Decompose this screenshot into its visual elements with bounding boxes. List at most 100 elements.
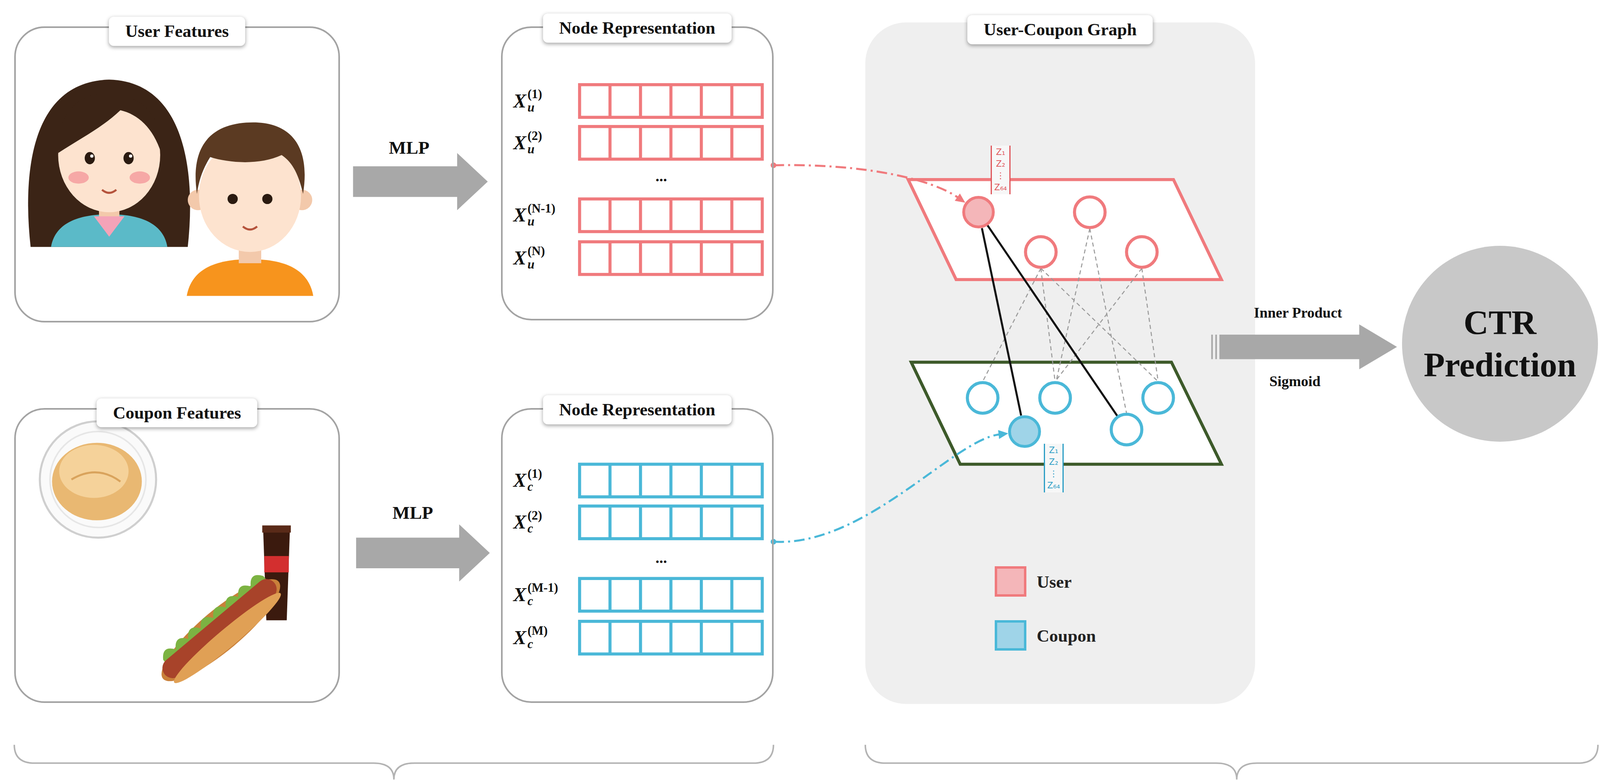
graph-edges xyxy=(1141,268,1159,382)
index-stack: (N-1)u xyxy=(527,202,556,229)
user-node: Z₁ Z₂ ⋮ Z₆₄ xyxy=(962,195,995,229)
subscript: c xyxy=(527,480,542,495)
bread-picture xyxy=(49,431,146,528)
hotdog-picture xyxy=(149,565,292,695)
dash-dot-arrow xyxy=(773,434,1000,542)
superscript: (1) xyxy=(527,87,542,102)
superscript: (2) xyxy=(527,509,542,523)
girl-avatar xyxy=(58,93,162,154)
graph-edges xyxy=(1089,228,1127,413)
matrix-row-label: X(M)c xyxy=(513,624,548,652)
boy-avatar xyxy=(262,193,273,205)
block-arrow xyxy=(1219,324,1398,370)
graph-edges xyxy=(1055,268,1142,382)
user-nodes xyxy=(1025,196,1157,268)
vector-row xyxy=(579,84,763,118)
matrix-row-label: X(M-1)c xyxy=(513,581,559,609)
girl-avatar xyxy=(93,216,125,237)
variable-symbol: X xyxy=(513,584,527,605)
connector xyxy=(356,524,491,582)
panel-heading: Node Representation xyxy=(542,395,732,425)
superscript: (M-1) xyxy=(527,581,559,596)
index-stack: (N)u xyxy=(527,245,545,272)
bread-picture xyxy=(39,421,157,538)
feature-panel: Coupon Features xyxy=(14,408,340,704)
edge-label: MLP xyxy=(392,502,433,524)
representation-panel: Node Representation xyxy=(501,26,774,321)
vector-row xyxy=(579,621,763,654)
matrix-row-label: X(2)c xyxy=(513,509,542,536)
coupon-plane xyxy=(911,362,1222,465)
boy-avatar xyxy=(227,193,238,205)
legend-text: User xyxy=(1036,571,1072,592)
subscript: c xyxy=(527,522,542,536)
prediction-circle: CTR Prediction xyxy=(1402,245,1598,442)
arrowhead xyxy=(997,430,1009,439)
index-stack: (1)c xyxy=(527,467,542,494)
girl-avatar xyxy=(27,79,190,248)
matrix-row-label: X(N)u xyxy=(513,245,545,272)
index-stack: (2)c xyxy=(527,509,542,536)
cola-picture xyxy=(262,525,291,533)
graph-edges xyxy=(1055,228,1090,382)
girl-avatar xyxy=(90,154,94,158)
subscript: c xyxy=(527,637,548,652)
panel-heading: Coupon Features xyxy=(96,398,258,428)
graph-edges xyxy=(982,268,1041,382)
block-arrow xyxy=(356,524,491,582)
vector-row xyxy=(579,126,763,160)
matrix-row-label: X(1)c xyxy=(513,467,542,494)
arrow-tail-bar xyxy=(1215,334,1218,360)
vector-row xyxy=(579,464,763,497)
legend-swatch xyxy=(994,620,1027,651)
graph-background xyxy=(865,22,1256,704)
embedding-vector: Z₁ Z₂ ⋮ Z₆₄ xyxy=(990,145,1011,195)
connector xyxy=(770,162,966,203)
graph-edges xyxy=(1040,268,1159,382)
superscript: (N) xyxy=(527,245,545,259)
illustration-layer xyxy=(14,22,1598,780)
superscript: (M) xyxy=(527,624,548,639)
variable-symbol: X xyxy=(513,205,527,226)
graph-panel: User-Coupon GraphZ₁ Z₂ ⋮ Z₆₄Z₁ Z₂ ⋮ Z₆₄ xyxy=(865,22,1256,704)
hotdog-picture xyxy=(149,565,292,695)
panel-heading: User-Coupon Graph xyxy=(967,15,1153,45)
arrow-tail-bar xyxy=(1211,334,1213,360)
boy-avatar xyxy=(186,259,314,297)
boy-avatar xyxy=(186,122,314,297)
girl-avatar xyxy=(102,189,117,194)
index-stack: (1)u xyxy=(527,87,542,114)
operation-label: Sigmoid xyxy=(1269,373,1321,390)
index-stack: (M)c xyxy=(527,624,548,652)
connector xyxy=(770,430,1009,545)
ellipsis: ... xyxy=(655,549,668,568)
matrix-row-label: X(2)u xyxy=(513,129,542,157)
panel-heading: Node Representation xyxy=(542,13,732,44)
section-brace xyxy=(14,744,774,780)
coupon-nodes xyxy=(1039,382,1071,413)
variable-symbol: X xyxy=(513,133,527,153)
girl-avatar xyxy=(27,79,190,248)
subscript: u xyxy=(527,215,556,229)
variable-symbol: X xyxy=(513,470,527,491)
legend-swatch xyxy=(994,566,1027,597)
graph-edges xyxy=(1040,268,1056,382)
bread-picture xyxy=(71,472,121,482)
subscript: u xyxy=(527,101,542,115)
coupon-nodes xyxy=(1142,382,1174,413)
hotdog-picture xyxy=(158,574,281,683)
index-stack: (2)u xyxy=(527,129,542,157)
connector xyxy=(981,228,1022,416)
matrix-row-label: X(1)u xyxy=(513,87,542,114)
user-nodes xyxy=(1126,236,1157,268)
superscript: (1) xyxy=(527,467,542,481)
matrix-row-label: X(N-1)u xyxy=(513,202,556,229)
coupon-nodes xyxy=(1111,414,1142,445)
block-arrow xyxy=(352,152,488,211)
ellipsis: ... xyxy=(655,167,668,186)
section-brace xyxy=(865,744,1598,780)
coupon-nodes xyxy=(967,382,998,413)
girl-avatar xyxy=(123,152,134,165)
